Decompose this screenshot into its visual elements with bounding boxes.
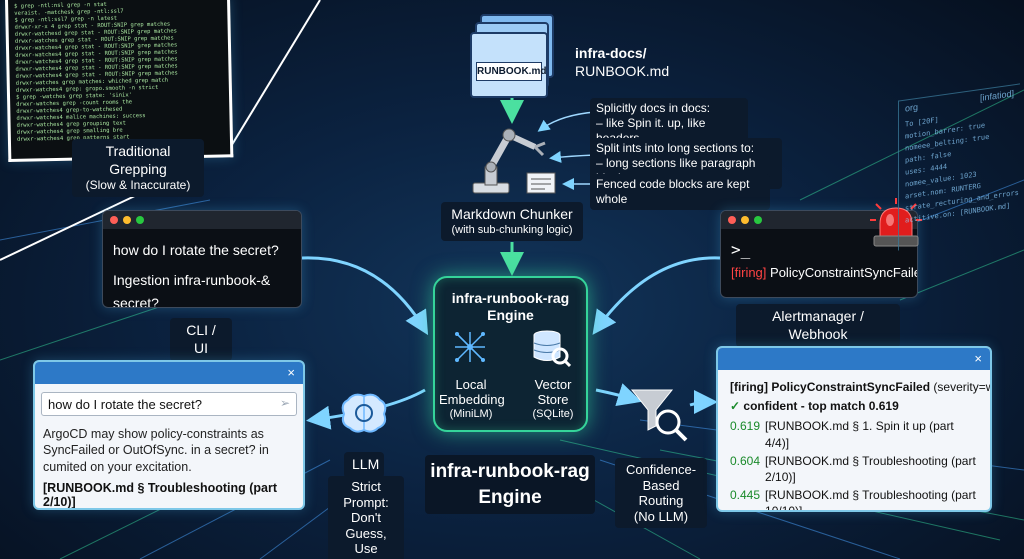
result-confident-line: ✓ confident - top match 0.619 [730,399,899,414]
chunker-note-3: Fenced code blocks are kept whole [590,174,770,210]
chat-citation[interactable]: [RUNBOOK.md § Troubleshooting (part 2/10… [43,480,278,509]
engine-big-title: infra-runbook-rag Engine [425,455,595,515]
engine-title: infra-runbook-rag Engine [451,290,570,323]
folder-label: RUNBOOK.md [476,62,546,81]
result-alert-line: [firing] PolicyConstraintSyncFailed (sev… [730,380,990,394]
window-titlebar [721,211,917,229]
code-panel-header-right: [infatiod] [979,88,1014,104]
match-citation: [RUNBOOK.md § Troubleshooting (part 2/10… [765,453,976,484]
llm-label: LLM [344,452,384,478]
embedding-icon [453,330,487,364]
match-citation: [RUNBOOK.md § Troubleshooting (part 10/1… [765,488,976,512]
maximize-dot[interactable] [754,216,762,224]
robot-arm-icon [465,125,560,197]
send-icon[interactable]: ➢ [279,396,290,410]
match-row[interactable]: 0.619 [RUNBOOK.md § 1. Spin it up (part 4… [730,418,978,450]
match-list: 0.619 [RUNBOOK.md § 1. Spin it up (part 4… [730,418,978,512]
chat-header: × [35,362,303,384]
minimize-dot[interactable] [741,216,749,224]
cli-query: how do I rotate the secret? [113,242,279,258]
alert-message: PolicyConstraintSyncFailed [770,264,918,280]
match-row[interactable]: 0.604 [RUNBOOK.md § Troubleshooting (part… [730,453,978,485]
cli-ui-label: CLI / UI [170,318,232,361]
window-titlebar [103,211,301,229]
match-row[interactable]: 0.445 [RUNBOOK.md § Troubleshooting (part… [730,487,978,512]
cli-terminal-window: how do I rotate the secret? Ingestion in… [102,210,302,308]
docs-folder: RUNBOOK.md [470,14,558,98]
vector-store-label: Vector Store (SQLite) [532,377,574,420]
alertmanager-webhook-label: Alertmanager / Webhook [736,304,900,347]
chat-query-text: how do I rotate the secret? [48,397,202,412]
traditional-grepping-title: Traditional Grepping [105,143,171,177]
chat-search-input[interactable]: how do I rotate the secret? ➢ [41,392,297,416]
minimize-dot[interactable] [123,216,131,224]
check-icon: ✓ [730,399,741,414]
confidence-routing-label: Confidence- Based Routing (No LLM) [615,458,707,529]
background-code-panel: org [infatiod] To [20F]motion_barrer: tr… [898,83,1020,251]
result-header: × [718,348,990,370]
match-score: 0.445 [730,488,761,503]
traditional-grepping-subtitle: (Slow & Inaccurate) [85,178,191,192]
code-panel-header-left: org [905,101,919,114]
close-icon[interactable]: × [287,365,295,380]
close-dot[interactable] [110,216,118,224]
chat-answer-window: × how do I rotate the secret? ➢ ArgoCD m… [33,360,305,510]
maximize-dot[interactable] [136,216,144,224]
alert-prompt: >_ [731,240,751,259]
alert-firing-tag: [firing] [731,264,767,280]
markdown-chunker-label: Markdown Chunker (with sub-chunking logi… [441,202,583,242]
close-dot[interactable] [728,216,736,224]
traditional-grepping-label: Traditional Grepping (Slow & Inaccurate) [72,139,204,197]
local-embedding-label: Local Embedding (MiniLM) [439,377,505,420]
match-score: 0.604 [730,453,761,468]
routing-result-window: × [firing] PolicyConstraintSyncFailed (s… [716,346,992,512]
match-score: 0.619 [730,419,761,434]
chat-answer-text: ArgoCD may show policy-constraints as Sy… [43,427,269,474]
cli-ingestion: Ingestion infra-runbook-& secret? [113,272,271,308]
llm-strict-prompt: Strict Prompt: Don't Guess, Use Citation… [328,476,404,559]
docs-path: infra-docs/ RUNBOOK.md [575,44,669,80]
rag-engine-box: infra-runbook-rag Engine Local Embedding… [433,276,588,432]
funnel-icon [630,386,690,442]
alarm-siren-icon [868,196,924,250]
docs-path-dir: infra-docs/ [575,45,647,61]
chunker-subtitle: (with sub-chunking logic) [451,223,573,236]
match-citation: [RUNBOOK.md § 1. Spin it up (part 4/4)] [765,419,954,450]
brain-icon [340,392,388,434]
close-icon[interactable]: × [974,351,982,366]
docs-path-file: RUNBOOK.md [575,63,670,80]
vector-store-icon [531,328,572,368]
chunker-title: Markdown Chunker [451,206,573,222]
